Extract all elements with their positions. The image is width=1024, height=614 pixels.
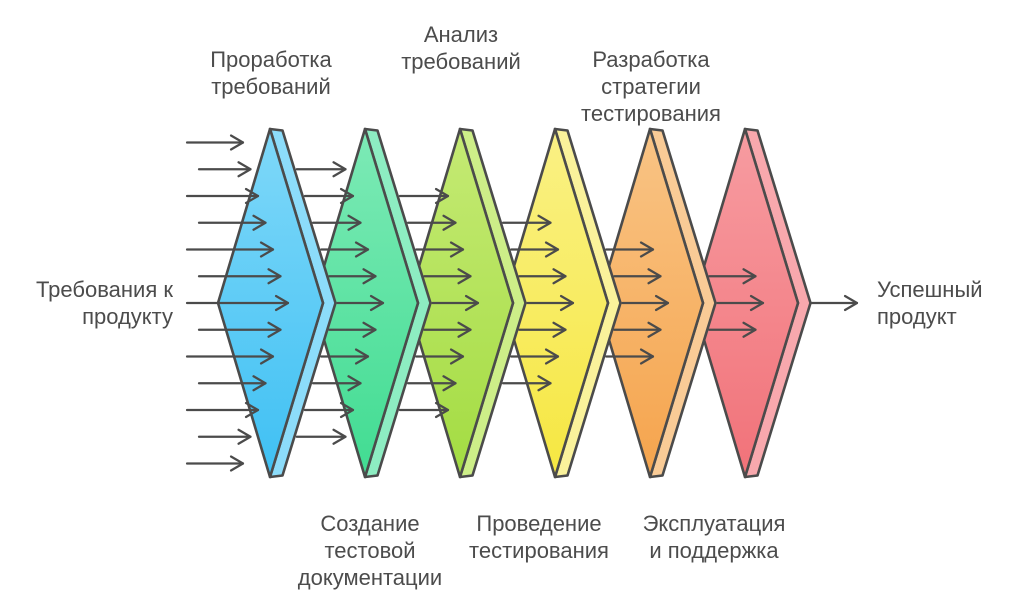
arrow-row [185,348,655,365]
arrow-row [185,455,245,472]
stage-label-line: требований [401,49,521,74]
output-label-line: Успешный [877,277,983,302]
stage-label-line: Создание [320,511,420,536]
stage-label-line: документации [297,565,443,590]
arrow-row [197,375,552,392]
arrow-row [197,321,757,338]
stage-label-line: требований [211,74,331,99]
arrow-row [197,161,347,178]
arrow-row [185,401,450,419]
stage-label-line: Проведение [476,511,602,536]
arrow-row [185,134,245,151]
stage-label-line: Эксплуатация [642,511,786,536]
input-label-line: Требования к [35,277,173,302]
stage-label-line: Проработка [210,47,332,72]
stage-label-line: и поддержка [649,538,779,563]
stage-label-line: Анализ [423,22,499,47]
output-label-line: продукт [877,304,957,329]
stage-label-line: Разработка [592,47,710,72]
arrow-row [185,187,450,205]
arrow-row [185,241,655,258]
stage-label-line: тестирования [469,538,609,563]
stage-label-line: тестирования [581,101,721,126]
input-label-line: продукту [82,304,173,329]
arrow-row [197,214,552,231]
stage-label-line: стратегии [601,74,701,99]
flow-arrows [185,134,859,472]
arrow-row [185,294,859,312]
arrow-row [197,428,347,445]
stage-label-line: тестовой [324,538,416,563]
arrow-row [197,268,757,285]
